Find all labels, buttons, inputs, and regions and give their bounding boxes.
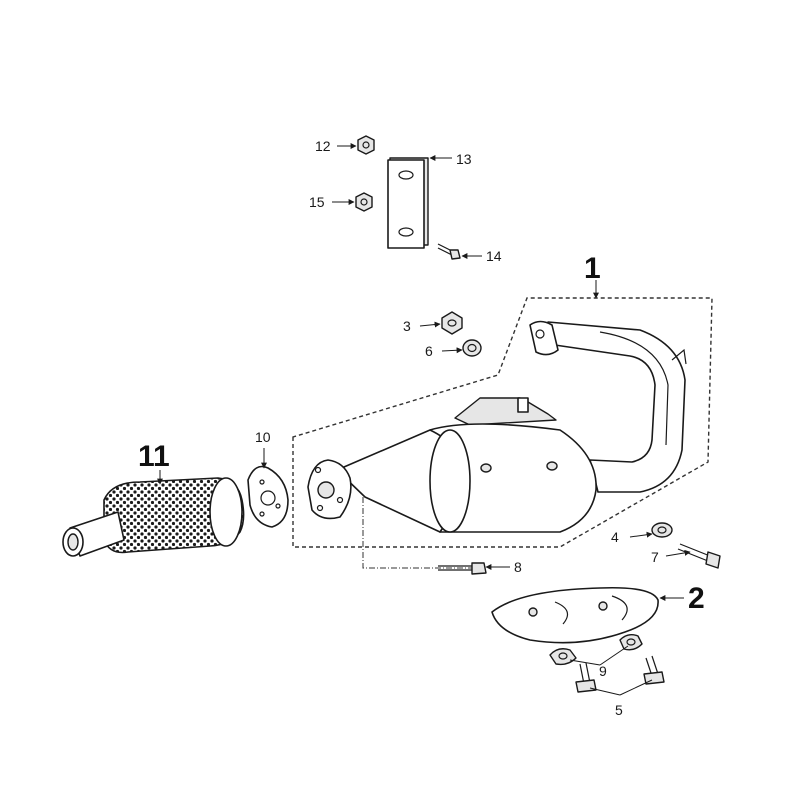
screw-5b — [643, 655, 665, 685]
washer-4 — [651, 522, 673, 538]
callout-14: 14 — [486, 248, 502, 264]
callout-1: 1 — [584, 252, 601, 285]
callout-7: 7 — [651, 549, 659, 565]
callout-5: 5 — [615, 702, 623, 718]
nut-12 — [357, 135, 375, 155]
bolt-7 — [677, 543, 721, 569]
exhaust-assembly — [307, 320, 687, 569]
callout-11: 11 — [138, 440, 170, 473]
silencer-can-11 — [62, 477, 245, 557]
callout-13: 13 — [456, 151, 472, 167]
bolt-14 — [437, 243, 461, 260]
callout-15: 15 — [309, 194, 325, 210]
screw-5a — [575, 662, 597, 693]
callout-12: 12 — [315, 138, 331, 154]
gasket-10 — [247, 465, 289, 528]
callout-10: 10 — [255, 429, 271, 445]
callout-4: 4 — [611, 529, 619, 545]
callout-6: 6 — [425, 343, 433, 359]
callout-3: 3 — [403, 318, 411, 334]
nut-3 — [441, 311, 463, 335]
grommet-9b — [619, 633, 643, 651]
leader-lines — [157, 143, 691, 696]
washer-6 — [462, 339, 482, 357]
bracket-plate — [387, 157, 429, 249]
callout-2: 2 — [688, 582, 705, 615]
callout-9: 9 — [599, 663, 607, 679]
assembly-boundary — [292, 297, 713, 548]
callout-8: 8 — [514, 559, 522, 575]
nut-15 — [355, 192, 373, 212]
heat-shield-2 — [491, 586, 659, 644]
bolt-8 — [438, 562, 487, 575]
grommet-9a — [549, 648, 577, 666]
